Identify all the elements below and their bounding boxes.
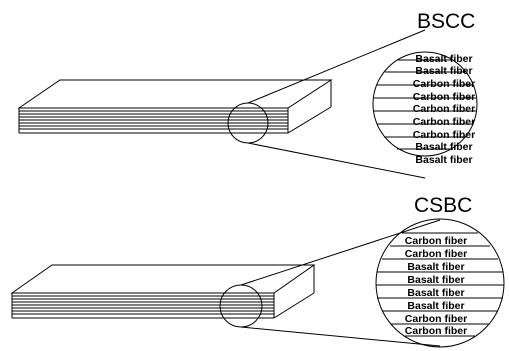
csbc-title: CSBC (414, 194, 472, 217)
csbc-layer-label: Carbon fiber (405, 325, 467, 337)
bscc-layer-label: Basalt fiber (415, 154, 472, 166)
csbc-layer-label: Basalt fiber (407, 274, 464, 286)
bscc-layer-label: Carbon fiber (413, 78, 475, 90)
bscc-zoom-line-top (247, 29, 426, 104)
bscc-laminate-plate (17, 79, 333, 134)
bscc-layer-label: Basalt fiber (415, 53, 472, 65)
csbc-layer-label: Basalt fiber (407, 261, 464, 273)
csbc-layer-label: Basalt fiber (407, 287, 464, 299)
csbc-plate-top (10, 264, 316, 294)
bscc-magnifier-circle (372, 51, 478, 157)
csbc-layer-label: Basalt fiber (407, 300, 464, 312)
bscc-magnified-section: Basalt fiber Basalt fiber Carbon fiber C… (372, 51, 478, 166)
csbc-plate-bottom-edge (273, 292, 315, 319)
bscc-layer-label: Carbon fiber (413, 116, 475, 128)
bscc-layer-label: Carbon fiber (413, 129, 475, 141)
bscc-diagram: BSCC (17, 10, 478, 179)
bscc-title: BSCC (417, 10, 475, 33)
csbc-diagram: CSBC (10, 194, 505, 348)
bscc-layer-label: Carbon fiber (413, 103, 475, 115)
bscc-layer-dividers (374, 59, 476, 150)
bscc-layer-label: Carbon fiber (413, 91, 475, 103)
csbc-zoom-circle (219, 284, 263, 328)
bscc-plate-layer-lines (18, 107, 289, 134)
csbc-laminate-plate (10, 264, 316, 319)
csbc-magnifier-circle (375, 218, 505, 348)
bscc-layer-label: Basalt fiber (415, 141, 472, 153)
bscc-layer-label: Basalt fiber (415, 65, 472, 77)
bscc-zoom-line-bottom (247, 142, 426, 179)
csbc-layer-dividers (376, 232, 504, 337)
bscc-plate-top (17, 79, 333, 109)
csbc-zoom-line-bottom (240, 326, 441, 347)
csbc-magnified-section: Carbon fiber Carbon fiber Basalt fiber B… (375, 218, 505, 348)
csbc-plate-layer-lines (11, 292, 275, 319)
csbc-layer-label: Carbon fiber (405, 313, 467, 325)
csbc-layer-label: Carbon fiber (405, 248, 467, 260)
bscc-plate-bottom-edge (287, 106, 332, 134)
csbc-zoom-line-top (240, 219, 441, 286)
csbc-layer-label: Carbon fiber (405, 235, 467, 247)
